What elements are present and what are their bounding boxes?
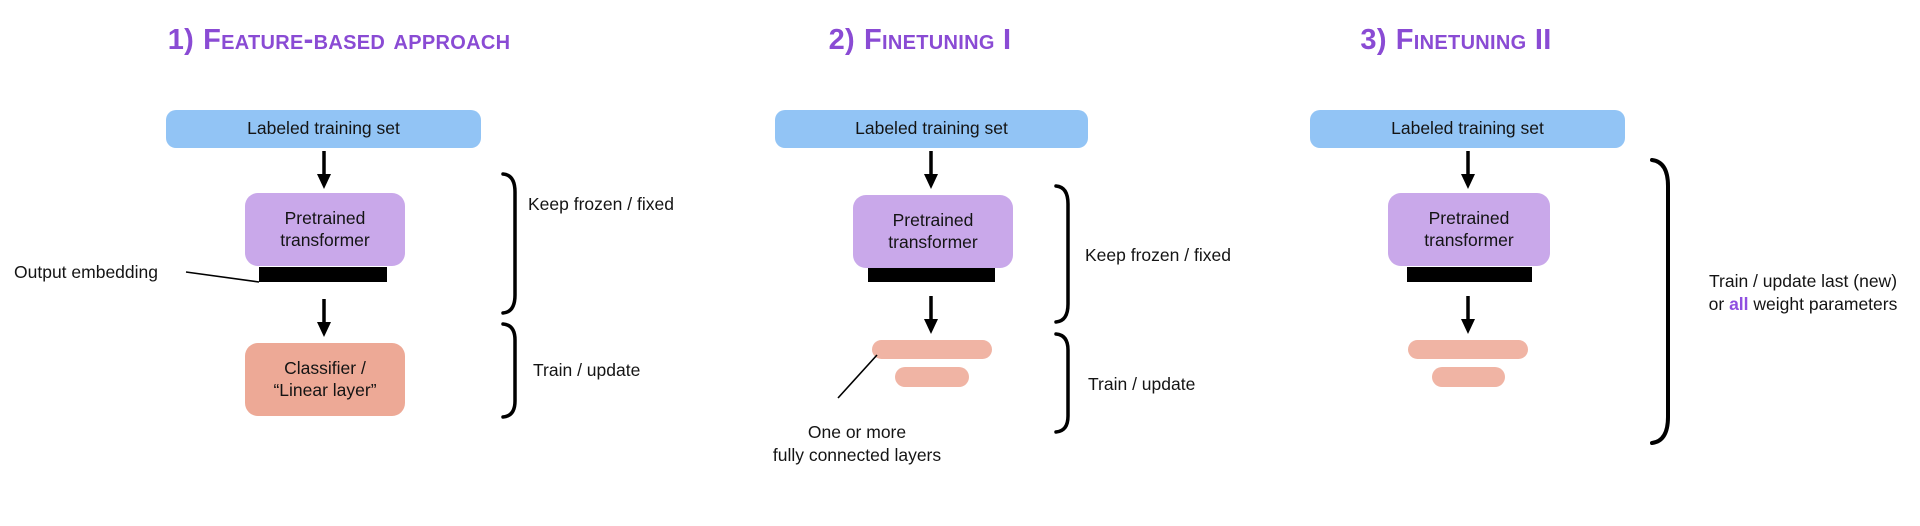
labeled-training-set-label: Labeled training set [855, 118, 1008, 139]
fc-layer-pill-wide [872, 340, 992, 359]
column3-title-text: Finetuning II [1395, 23, 1552, 56]
down-arrow-icon [924, 296, 938, 334]
pretrained-label-line1: Pretrained [284, 207, 366, 228]
train-all-note-suffix: weight parameters [1748, 294, 1898, 314]
pretrained-label-line1: Pretrained [892, 209, 974, 230]
output-embedding-bar [259, 267, 387, 282]
fc-layers-annotation-line1: One or more [807, 422, 907, 442]
down-arrow-icon [1461, 151, 1475, 189]
train-all-note-emphasis: all [1729, 294, 1749, 314]
classifier-label-line2: “Linear layer” [273, 379, 377, 400]
output-embedding-label: Output embedding [14, 262, 158, 282]
train-all-bracket-icon [1650, 158, 1670, 445]
train-bracket-icon [1054, 332, 1070, 434]
train-all-note: Train / update last (new) or all weight … [1686, 270, 1920, 316]
column1-title-number: 1) [167, 23, 195, 56]
train-all-note-line1: Train / update last (new) [1708, 271, 1898, 291]
classifier-box: Classifier / “Linear layer” [245, 343, 405, 416]
frozen-label: Keep frozen / fixed [528, 194, 674, 214]
down-arrow-icon [1461, 296, 1475, 334]
frozen-bracket-icon [1054, 184, 1070, 324]
labeled-training-set-label: Labeled training set [1391, 118, 1544, 139]
fc-layer-pill-narrow [1432, 367, 1505, 387]
train-label: Train / update [533, 360, 641, 380]
fc-layers-pointer-line [837, 354, 878, 399]
train-label: Train / update [1088, 374, 1196, 394]
column1-title-text: Feature-based approach [203, 23, 511, 56]
column3-title-number: 3) [1360, 23, 1387, 56]
train-bracket-icon [501, 322, 517, 419]
pretrained-label-line2: transformer [280, 229, 370, 250]
column2-title-text: Finetuning I [863, 23, 1012, 56]
fc-layers-annotation-line2: fully connected layers [772, 444, 942, 465]
pretrained-transformer-box: Pretrained transformer [1388, 193, 1550, 266]
fc-layer-pill-wide [1408, 340, 1528, 359]
labeled-training-set-box: Labeled training set [166, 110, 481, 148]
train-all-note-line2: or all weight parameters [1686, 293, 1920, 316]
fc-layers-annotation: One or more fully connected layers [727, 421, 987, 467]
down-arrow-icon [317, 151, 331, 189]
column3-title: 3) Finetuning II [1306, 20, 1606, 60]
labeled-training-set-box: Labeled training set [1310, 110, 1625, 148]
train-all-note-prefix: or [1708, 294, 1730, 314]
pretrained-transformer-box: Pretrained transformer [245, 193, 405, 266]
column2-title: 2) Finetuning I [770, 20, 1070, 60]
fc-layer-pill-narrow [895, 367, 969, 387]
output-embedding-bar [1407, 267, 1532, 282]
pretrained-label-line2: transformer [1424, 229, 1514, 250]
down-arrow-icon [924, 151, 938, 189]
pretrained-label-line1: Pretrained [1428, 207, 1510, 228]
labeled-training-set-label: Labeled training set [247, 118, 400, 139]
down-arrow-icon [317, 299, 331, 337]
column1-title: 1) Feature-based approach [130, 20, 548, 60]
labeled-training-set-box: Labeled training set [775, 110, 1088, 148]
output-embedding-pointer-line [185, 271, 260, 283]
pretrained-transformer-box: Pretrained transformer [853, 195, 1013, 268]
classifier-label-line1: Classifier / [284, 357, 366, 378]
column2-title-number: 2) [828, 23, 855, 56]
pretrained-label-line2: transformer [888, 231, 978, 252]
frozen-bracket-icon [501, 172, 517, 315]
output-embedding-bar [868, 268, 995, 282]
frozen-label: Keep frozen / fixed [1085, 245, 1231, 265]
